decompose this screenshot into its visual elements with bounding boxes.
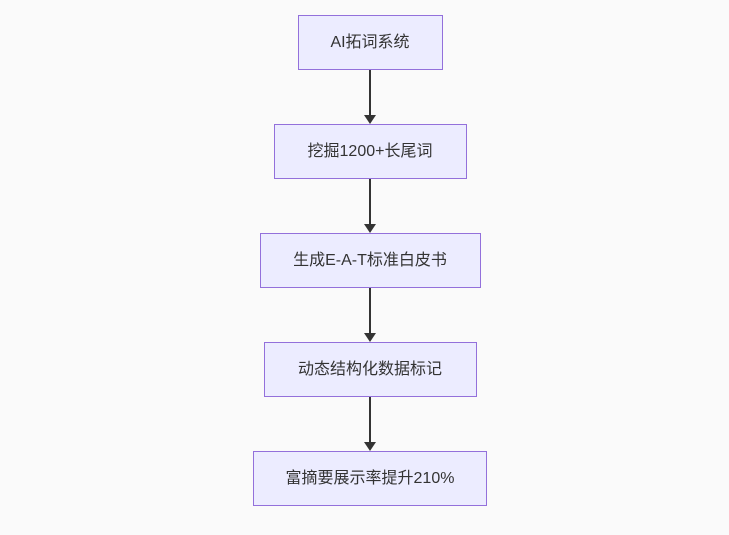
arrow-line — [369, 288, 371, 333]
node-rich-snippet-rate-result: 富摘要展示率提升210% — [253, 451, 487, 506]
arrow-head-icon — [364, 442, 376, 451]
flowchart: AI拓词系统 挖掘1200+长尾词 生成E-A-T标准白皮书 动态结构化数据标记 — [253, 15, 487, 506]
node-dynamic-structured-data-markup: 动态结构化数据标记 — [263, 342, 477, 397]
node-longtail-keyword-mining: 挖掘1200+长尾词 — [273, 124, 467, 179]
flow-arrow-3 — [364, 288, 376, 342]
node-label: 生成E-A-T标准白皮书 — [293, 251, 447, 269]
flow-arrow-1 — [364, 70, 376, 124]
arrow-line — [369, 397, 371, 442]
flow-arrow-4 — [364, 397, 376, 451]
arrow-line — [369, 70, 371, 115]
node-label: 挖掘1200+长尾词 — [307, 142, 433, 160]
node-label: AI拓词系统 — [330, 33, 410, 51]
arrow-head-icon — [364, 224, 376, 233]
node-ai-word-expansion-system: AI拓词系统 — [297, 15, 443, 70]
arrow-head-icon — [364, 333, 376, 342]
flow-arrow-2 — [364, 179, 376, 233]
node-label: 富摘要展示率提升210% — [285, 469, 455, 487]
arrow-head-icon — [364, 115, 376, 124]
node-eat-whitepaper-generation: 生成E-A-T标准白皮书 — [259, 233, 481, 288]
node-label: 动态结构化数据标记 — [297, 360, 442, 378]
arrow-line — [369, 179, 371, 224]
